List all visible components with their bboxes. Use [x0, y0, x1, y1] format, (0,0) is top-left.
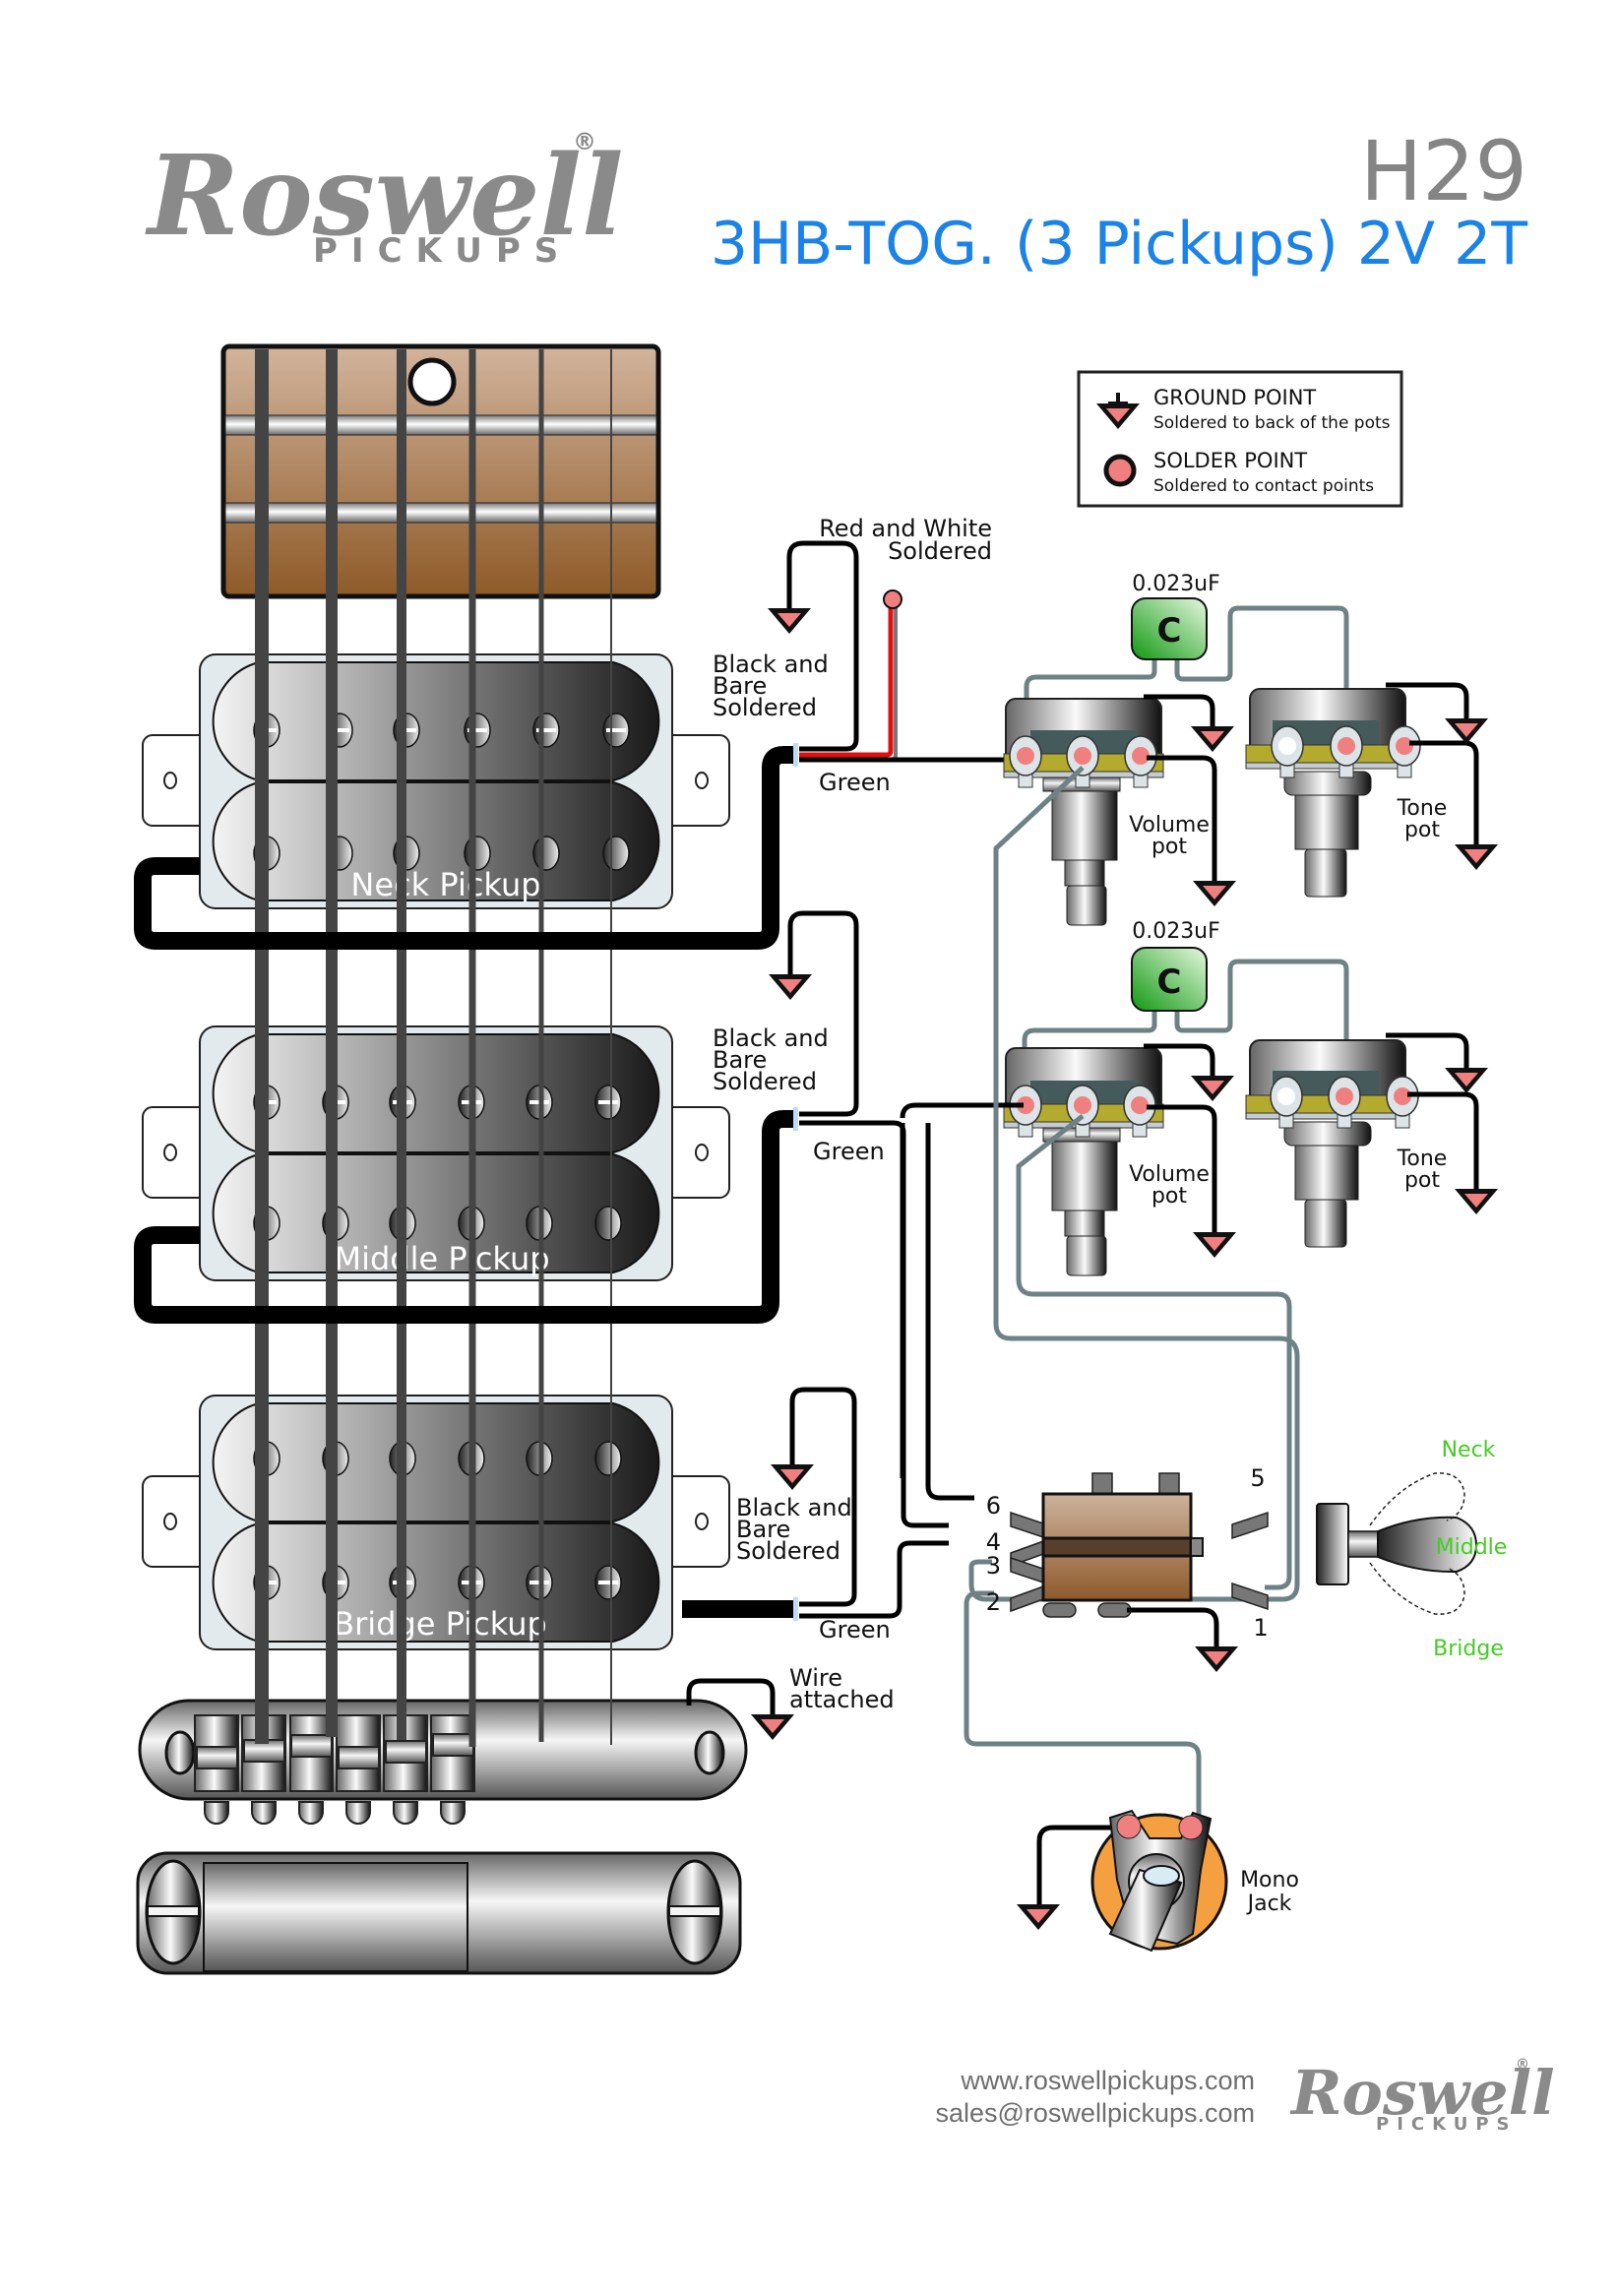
bridge-pickup-label: Bridge Pickup — [333, 1605, 547, 1643]
solder-point-icon — [1103, 454, 1137, 487]
fretboard — [220, 343, 661, 599]
bridge-ground-wire — [686, 1678, 794, 1740]
bridge-wire-note: Wire attached — [789, 1664, 895, 1713]
footer-brand: Roswell — [1289, 2057, 1555, 2129]
bridge-wire-note-line2: attached — [789, 1686, 895, 1713]
neck-ground-note-line3: Soldered — [713, 694, 817, 721]
tone-pot-label-1a: Tone — [1397, 796, 1448, 821]
footer-website[interactable]: www.roswellpickups.com — [960, 2066, 1255, 2095]
tone-capacitor-2 — [1131, 947, 1208, 1012]
middle-pickup-label: Middle Pickup — [334, 1240, 549, 1277]
bridge-pickup-wiring — [771, 1387, 949, 1619]
registered-mark: ® — [573, 128, 596, 155]
control-set-2: 0.023uF C Volume pot — [1003, 919, 1498, 1276]
brand-name: Roswell — [145, 132, 624, 261]
neck-series-note-line2: Soldered — [888, 537, 992, 565]
cap-value-1: 0.023uF — [1132, 572, 1220, 596]
footer-email[interactable]: sales@roswellpickups.com — [935, 2098, 1255, 2128]
tone-pot-1: Tone pot — [1245, 688, 1448, 898]
switch-tip-positions: Neck Middle Bridge — [1316, 1438, 1508, 1661]
middle-pickup: Middle Pickup — [142, 1025, 730, 1281]
middle-hot-label: Green — [813, 1138, 885, 1165]
bridge-hot-label: Green — [819, 1616, 891, 1644]
ground-point-title: GROUND POINT — [1153, 386, 1316, 409]
volume-pot-label-2b: pot — [1151, 1184, 1187, 1209]
switch-lug-2: 2 — [986, 1588, 1001, 1616]
footer-registered: ® — [1516, 2057, 1529, 2073]
bridge-ground-note-line3: Soldered — [736, 1537, 840, 1565]
switch-lug-5: 5 — [1250, 1464, 1265, 1492]
cap-value-2: 0.023uF — [1132, 919, 1220, 944]
tone-pot-label-2b: pot — [1404, 1168, 1440, 1193]
footer-logo: Roswell PICKUPS ® — [1289, 2057, 1555, 2135]
guitar-strings — [255, 349, 612, 1747]
neck-pickup-label: Neck Pickup — [350, 866, 540, 903]
bridge-wire-note-line1: Wire — [789, 1664, 842, 1692]
model-subtitle: 3HB-TOG. (3 Pickups) 2V 2T — [711, 210, 1528, 279]
neck-pickup: Neck Pickup — [142, 653, 730, 909]
control-set-1: 0.023uF C Volume pot — [1003, 572, 1498, 926]
bridge-ground-note-line1: Black and — [736, 1494, 852, 1521]
middle-ground-note-line3: Soldered — [713, 1068, 817, 1095]
switch-lug-1: 1 — [1253, 1614, 1268, 1642]
jack-label-b: Jack — [1246, 1892, 1292, 1916]
middle-ground-note-line2: Bare — [713, 1046, 767, 1074]
neck-series-note: Red and White Soldered — [819, 515, 992, 565]
cap-label-2: C — [1157, 962, 1182, 1002]
volume-pot-1: Volume pot — [1003, 698, 1210, 926]
solder-point-red-white — [883, 590, 902, 609]
volume-pot-label-1b: pot — [1151, 835, 1187, 859]
neck-ground-note: Black and Bare Soldered — [713, 651, 829, 721]
model-code: H29 — [1360, 123, 1527, 219]
neck-series-note-line1: Red and White — [819, 515, 992, 542]
neck-ground-note-line2: Bare — [713, 672, 767, 700]
footer-brand-sub: PICKUPS — [1376, 2114, 1518, 2135]
switch-position-bridge: Bridge — [1433, 1637, 1504, 1661]
switch-lug-6: 6 — [986, 1492, 1001, 1520]
solder-point-desc: Soldered to contact points — [1153, 476, 1374, 496]
solder-point-title: SOLDER POINT — [1153, 449, 1307, 472]
pickup-cables — [134, 746, 793, 1618]
neck-ground-note-line1: Black and — [713, 651, 829, 678]
bridge-saddle — [138, 1699, 748, 1825]
neck-hot-label: Green — [819, 769, 891, 796]
tone-capacitor-1 — [1131, 597, 1208, 660]
bridge-ground-note-line2: Bare — [736, 1516, 790, 1543]
jack-label-a: Mono — [1240, 1868, 1299, 1893]
ground-point-icon — [1096, 393, 1140, 429]
mono-jack: Mono Jack — [1017, 1809, 1299, 1953]
cap-label-1: C — [1157, 611, 1182, 651]
footer: www.roswellpickups.com sales@roswellpick… — [935, 2057, 1554, 2135]
volume-pot-2: Volume pot — [1003, 1047, 1210, 1276]
switch-lug-4: 4 — [986, 1528, 1001, 1556]
ground-point-desc: Soldered to back of the pots — [1153, 413, 1391, 433]
middle-ground-note-line1: Black and — [713, 1024, 829, 1052]
legend: GROUND POINT Soldered to back of the pot… — [1077, 370, 1403, 508]
brand-sub: PICKUPS — [313, 231, 572, 271]
tone-pot-label-1b: pot — [1404, 818, 1440, 842]
switch-lug-3: 3 — [986, 1552, 1001, 1580]
volume-pot-label-2a: Volume — [1129, 1162, 1210, 1187]
middle-ground-note: Black and Bare Soldered — [713, 1024, 829, 1095]
toggle-switch: 6 4 3 2 5 1 — [986, 1464, 1269, 1672]
neck-pickup-wiring — [768, 540, 1024, 763]
stop-tailpiece — [136, 1851, 742, 1975]
tone-pot-label-2a: Tone — [1397, 1147, 1448, 1171]
middle-pickup-wiring — [769, 910, 859, 1117]
signal-wires — [964, 766, 1300, 1835]
switch-position-middle: Middle — [1436, 1535, 1508, 1560]
tone-pot-2: Tone pot — [1245, 1039, 1448, 1248]
fret-marker-dot — [407, 357, 457, 406]
brand-logo: Roswell PICKUPS ® — [145, 128, 624, 271]
bridge-pickup: Bridge Pickup — [142, 1395, 730, 1650]
switch-position-neck: Neck — [1442, 1438, 1496, 1462]
volume-pot-label-1a: Volume — [1129, 813, 1210, 838]
bridge-ground-note: Black and Bare Soldered — [736, 1494, 852, 1565]
